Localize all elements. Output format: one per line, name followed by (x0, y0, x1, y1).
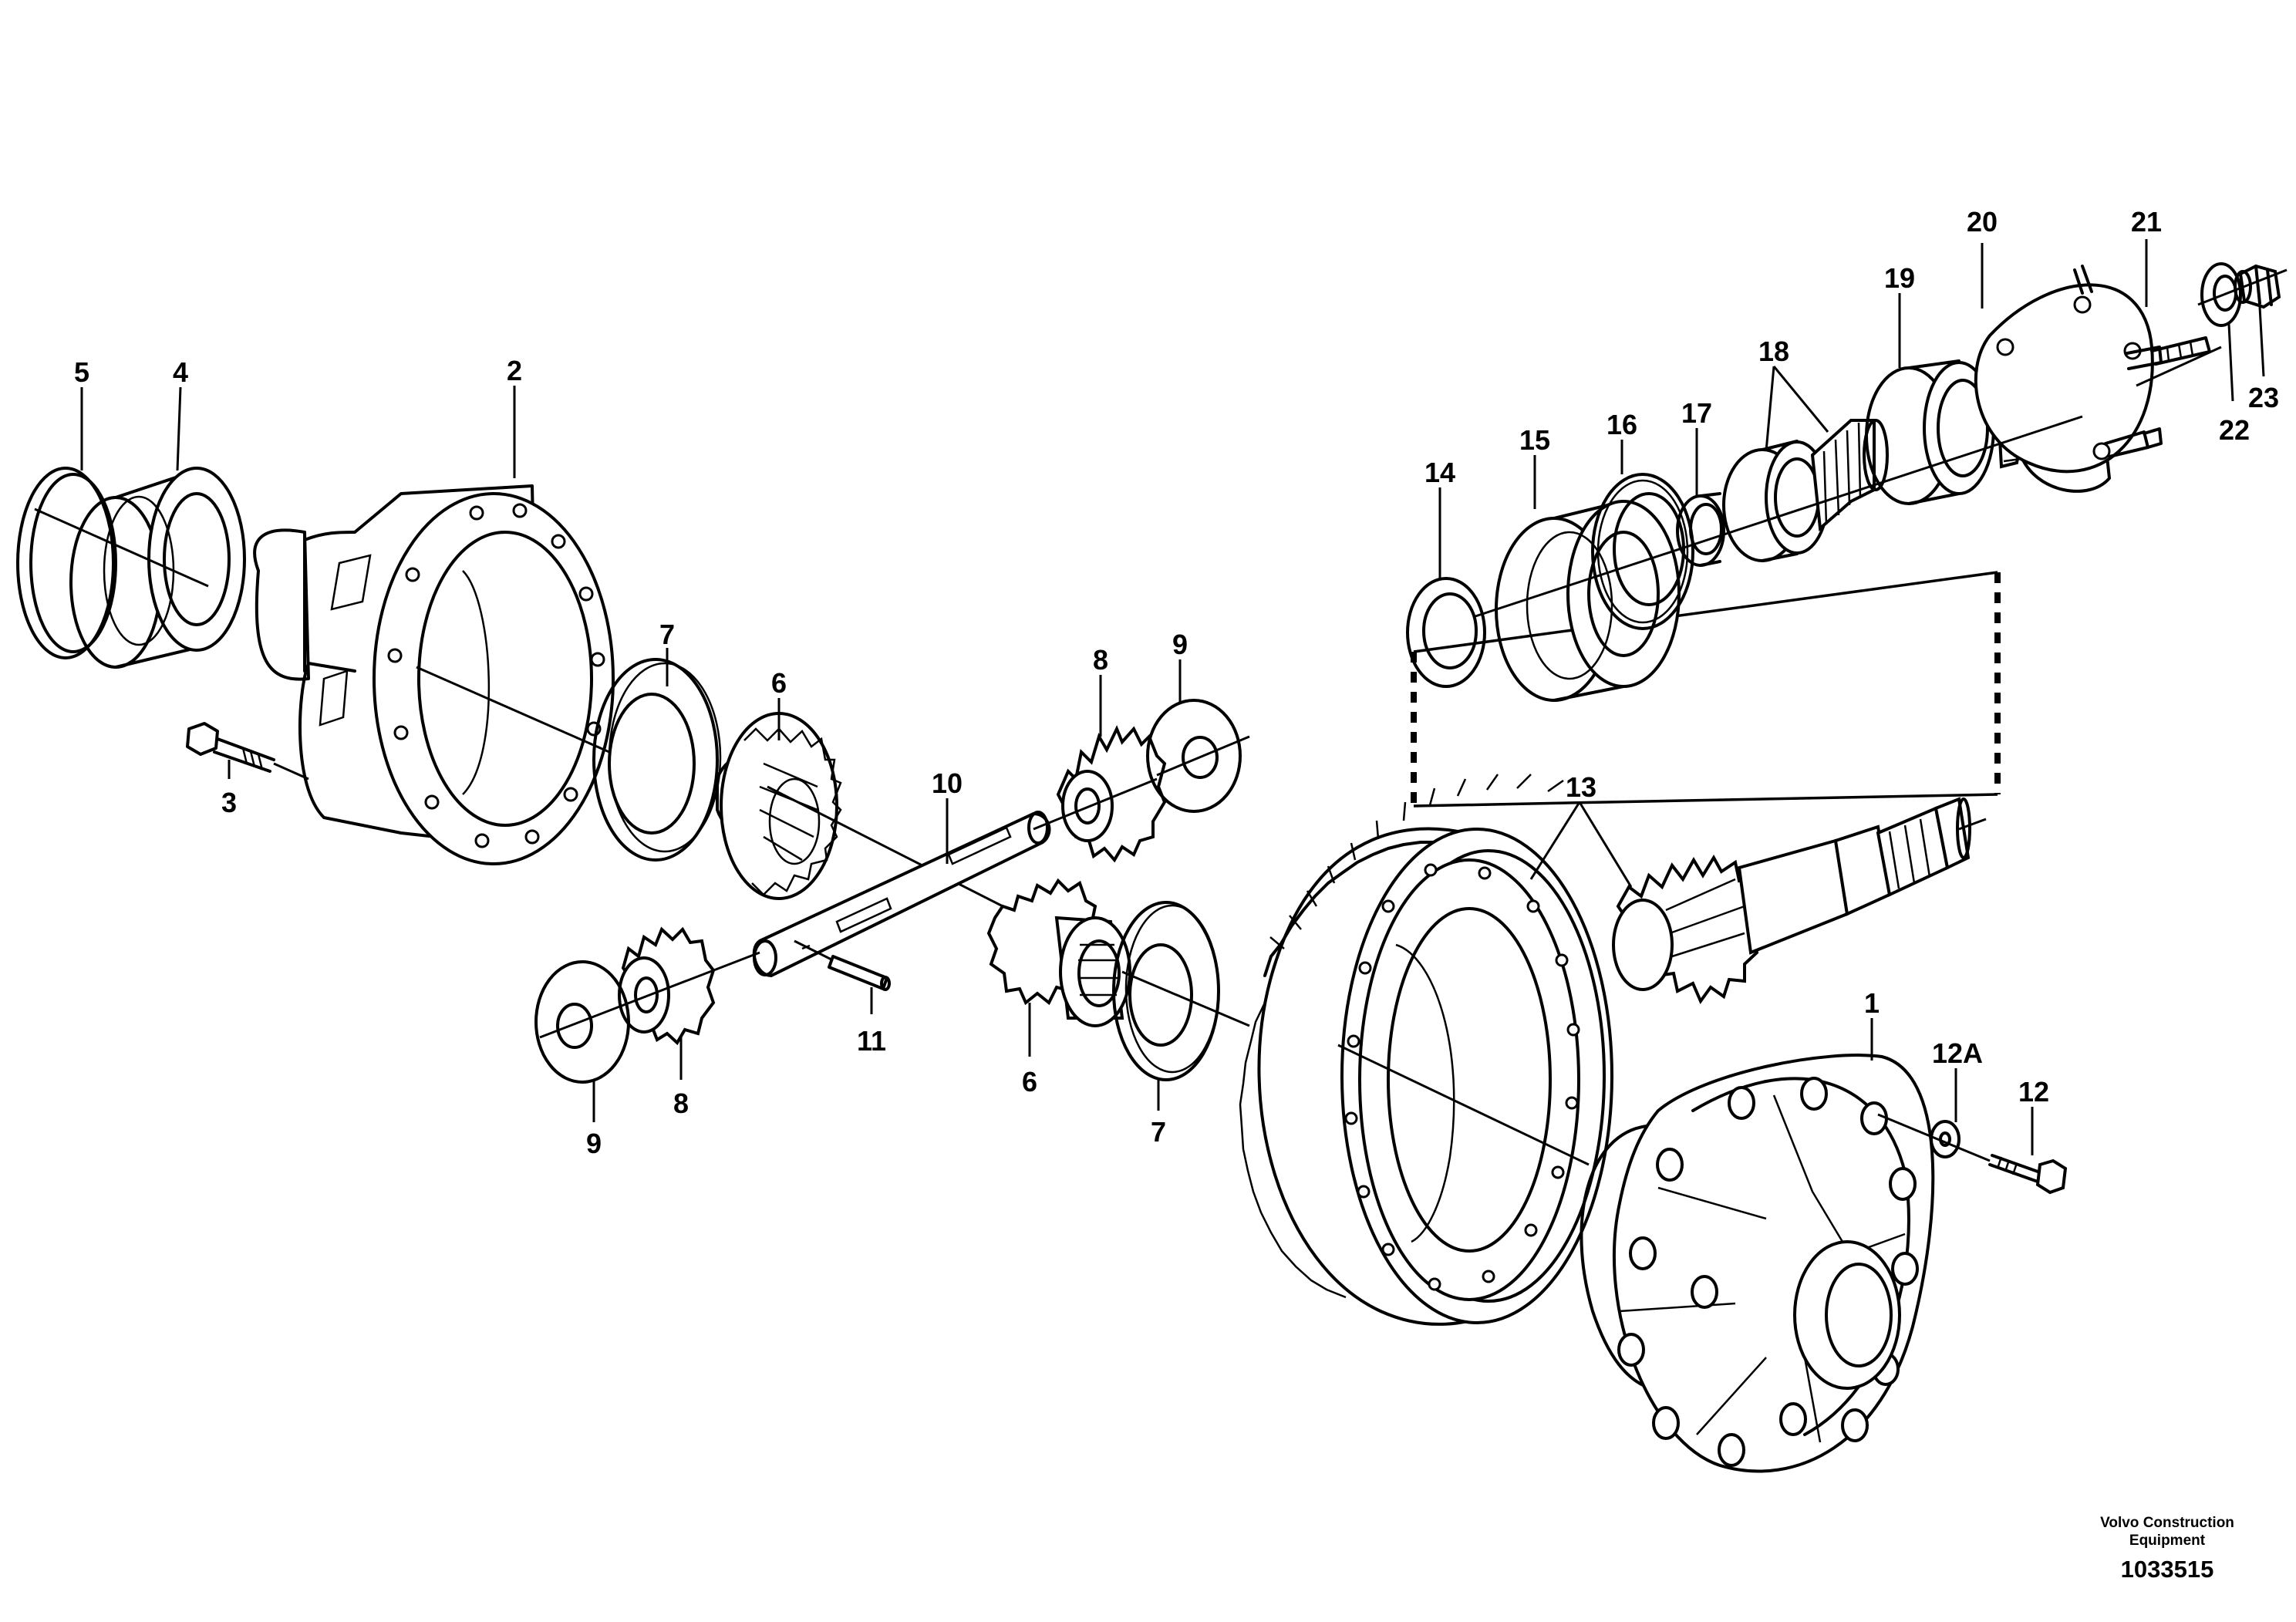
part-shim-14 (1406, 577, 1486, 688)
callout-12: 12 (2018, 1076, 2049, 1108)
part-retaining-ring (16, 467, 117, 659)
axis-case-bolt (1877, 1113, 1991, 1162)
callout-13: 13 (1566, 771, 1596, 803)
part-differential-case (1580, 1054, 1935, 1473)
part-side-gear-lower (986, 878, 1131, 1027)
part-pin (794, 939, 891, 991)
callout-18: 18 (1758, 336, 1789, 367)
callout-7-upper: 7 (659, 619, 675, 650)
document-number: 1033515 (2121, 1556, 2214, 1583)
axis-left-bearing (34, 508, 209, 588)
part-spacer-17 (1676, 492, 1725, 567)
part-bearing-left (69, 467, 246, 669)
part-seal-16 (1591, 473, 1694, 630)
part-bearing-set-18 (1722, 419, 1889, 562)
axis-flange (2136, 346, 2222, 387)
callout-1: 1 (1864, 987, 1880, 1019)
part-washer-lower-left (534, 960, 630, 1084)
callout-12a: 12A (1932, 1037, 1983, 1069)
callout-21: 21 (2131, 206, 2162, 238)
callout-16: 16 (1607, 409, 1637, 440)
axis-nut (2197, 268, 2288, 306)
callout-11: 11 (857, 1025, 886, 1057)
callout-2: 2 (507, 355, 522, 386)
axis-lower-pinion (539, 951, 760, 1039)
callout-22: 22 (2219, 414, 2250, 446)
part-thrust-washer-lower (1112, 901, 1220, 1081)
part-crown-wheel (1239, 774, 1613, 1326)
callout-6-lower: 6 (1022, 1066, 1037, 1098)
callout-5: 5 (74, 356, 89, 388)
callout-8-lower: 8 (673, 1088, 689, 1119)
axis-pinion-upper (1033, 777, 1158, 831)
part-drive-pinion-shaft (1612, 797, 1971, 1005)
callout-14: 14 (1424, 457, 1455, 488)
callout-7-lower: 7 (1151, 1116, 1166, 1148)
part-washer-upper-right (1146, 699, 1250, 813)
brand-line-2: Equipment (2129, 1533, 2206, 1549)
callout-labels: 5 4 2 3 7 6 8 9 10 11 6 7 8 9 13 1 12A 1… (74, 206, 2279, 1159)
leader-lines (80, 239, 2265, 1155)
callout-8-upper: 8 (1093, 644, 1108, 676)
callout-9-upper: 9 (1172, 629, 1188, 660)
part-thrust-washer-upper (592, 658, 722, 862)
callout-19: 19 (1884, 262, 1915, 294)
part-companion-flange (1974, 265, 2211, 493)
part-bolt-case (1988, 1154, 2068, 1195)
callout-10: 10 (932, 767, 963, 799)
callout-20: 20 (1967, 206, 1998, 238)
part-bolt-housing (186, 722, 309, 781)
callout-6-upper: 6 (771, 667, 787, 699)
axis-cross-shaft (767, 785, 1011, 912)
assembly-bracket (1411, 571, 2001, 808)
callout-9-lower: 9 (586, 1128, 602, 1159)
axis-crown-wheel (1337, 1044, 1590, 1166)
callout-3: 3 (221, 787, 237, 818)
callout-4: 4 (173, 356, 188, 388)
part-bearing-15 (1495, 500, 1681, 702)
callout-23: 23 (2248, 382, 2279, 413)
axis-pinion-shaft (1958, 818, 1987, 831)
axis-housing (416, 666, 610, 754)
part-pinion-gear-lower (618, 926, 716, 1046)
brand-line-1: Volvo Construction (2100, 1515, 2234, 1531)
callout-15: 15 (1519, 424, 1550, 456)
part-side-gear-upper (716, 712, 842, 900)
part-differential-housing (253, 484, 615, 865)
footer-credits: Volvo Construction Equipment 1033515 (2100, 1515, 2234, 1583)
axis-lower-washer (1121, 970, 1250, 1027)
part-cross-shaft (752, 811, 1051, 978)
axis-pinion-stack (1472, 415, 2083, 619)
callout-17: 17 (1681, 397, 1712, 429)
